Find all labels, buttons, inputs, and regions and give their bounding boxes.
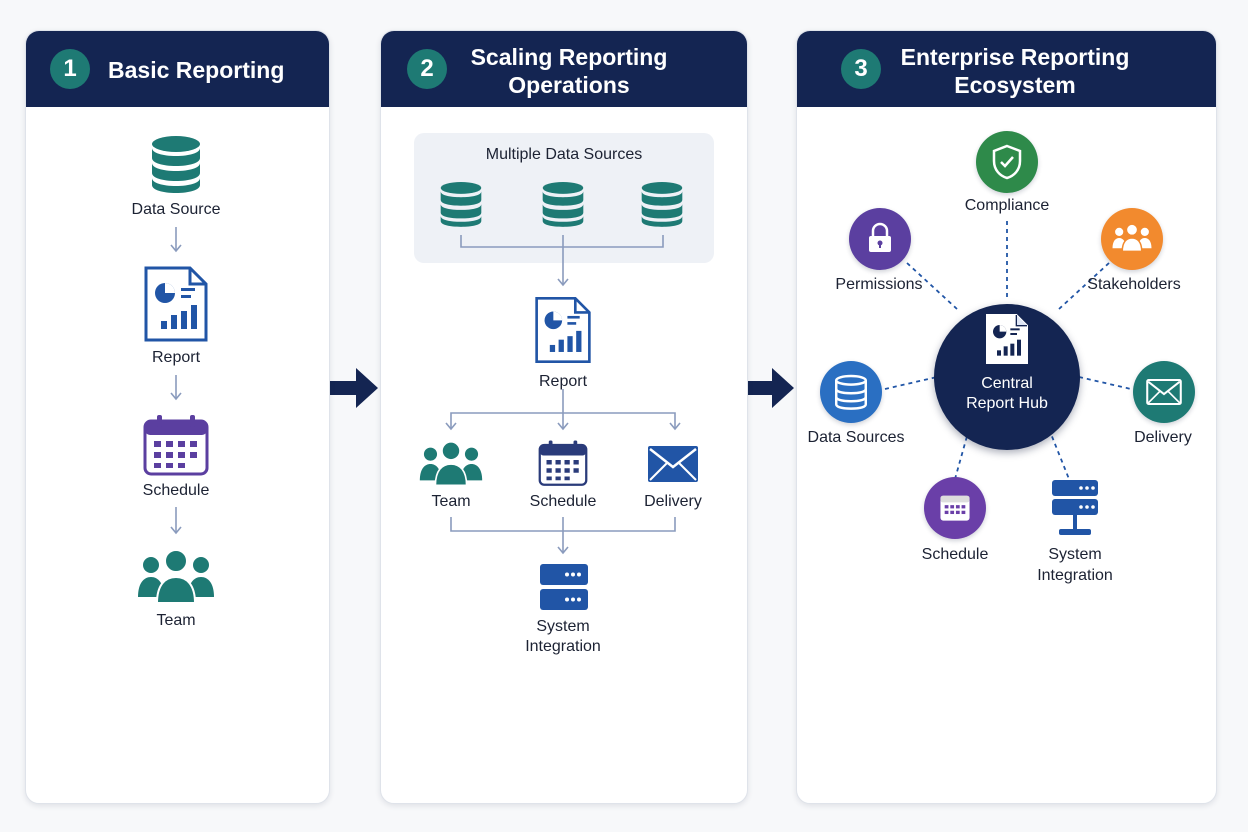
delivery-label: Delivery	[1134, 429, 1192, 446]
envelope-icon	[1146, 379, 1182, 405]
database-icon-3	[641, 182, 683, 227]
system-integration-label-line1: System	[1048, 546, 1102, 563]
hub-label-line1: Central	[981, 375, 1033, 392]
data-sources-node	[820, 361, 882, 423]
database-icon	[835, 374, 867, 410]
data-sources-label: Data Sources	[807, 429, 905, 446]
system-integration-label-line2: Integration	[525, 638, 601, 655]
stage-arrow-1	[330, 368, 378, 408]
stage-2-number: 2	[407, 49, 447, 89]
server-icon	[1052, 480, 1098, 535]
team-icon	[419, 441, 483, 487]
lock-icon	[869, 222, 891, 252]
calendar-icon	[538, 440, 588, 486]
stage-1-title: Basic Reporting	[108, 57, 285, 83]
compliance-node	[976, 131, 1038, 193]
envelope-icon	[648, 446, 698, 482]
stage-3-number: 3	[841, 49, 881, 89]
system-integration-label-line2: Integration	[1037, 567, 1113, 584]
stage-2-connectors	[445, 235, 681, 555]
stage-1-number: 1	[50, 49, 90, 89]
team-icon	[138, 549, 214, 604]
report-label: Report	[151, 349, 201, 366]
central-report-hub: Central Report Hub	[934, 304, 1080, 450]
compliance-label: Compliance	[964, 197, 1050, 214]
calendar-icon	[940, 495, 970, 521]
stage-3-panel: 3 Enterprise Reporting Ecosystem Complia…	[796, 30, 1217, 804]
delivery-node	[1133, 361, 1195, 423]
permissions-label: Permissions	[835, 276, 923, 293]
schedule-label: Schedule	[529, 493, 597, 510]
delivery-label: Delivery	[644, 493, 702, 510]
stakeholders-node	[1101, 208, 1163, 270]
team-label: Team	[431, 493, 471, 510]
database-icon	[152, 136, 200, 193]
stage-1-header: 1 Basic Reporting	[26, 31, 329, 107]
stage-1-connectors	[170, 227, 182, 535]
stage-2-title-line2: Operations	[508, 72, 630, 98]
data-source-label: Data Source	[131, 201, 221, 218]
multiple-data-sources-label: Multiple Data Sources	[485, 146, 643, 163]
shield-check-icon	[992, 144, 1022, 180]
stage-1-panel: 1 Basic Reporting Data Source Report	[25, 30, 330, 804]
team-label: Team	[156, 612, 196, 629]
server-icon	[540, 564, 588, 610]
schedule-label: Schedule	[142, 482, 210, 499]
stakeholders-label: Stakeholders	[1087, 276, 1181, 293]
report-icon	[144, 266, 208, 342]
database-icon-1	[440, 182, 482, 227]
stage-2-panel: 2 Scaling Reporting Operations Multiple …	[380, 30, 748, 804]
calendar-icon	[143, 415, 209, 476]
schedule-label: Schedule	[921, 546, 989, 563]
stage-3-header: 3 Enterprise Reporting Ecosystem	[797, 31, 1216, 107]
report-label: Report	[538, 373, 588, 390]
system-integration-label-line1: System	[536, 618, 590, 635]
stage-3-title-line2: Ecosystem	[954, 72, 1076, 98]
stage-2-title-line1: Scaling Reporting	[470, 44, 668, 70]
schedule-node	[924, 477, 986, 539]
database-icon-2	[542, 182, 584, 227]
hub-label-line2: Report Hub	[966, 395, 1048, 412]
stage-arrow-2	[746, 368, 794, 408]
report-icon	[535, 297, 591, 363]
people-icon	[1112, 223, 1152, 253]
stage-2-header: 2 Scaling Reporting Operations	[381, 31, 747, 107]
report-icon	[986, 314, 1028, 364]
permissions-node	[849, 208, 911, 270]
stage-3-title-line1: Enterprise Reporting	[900, 44, 1130, 70]
